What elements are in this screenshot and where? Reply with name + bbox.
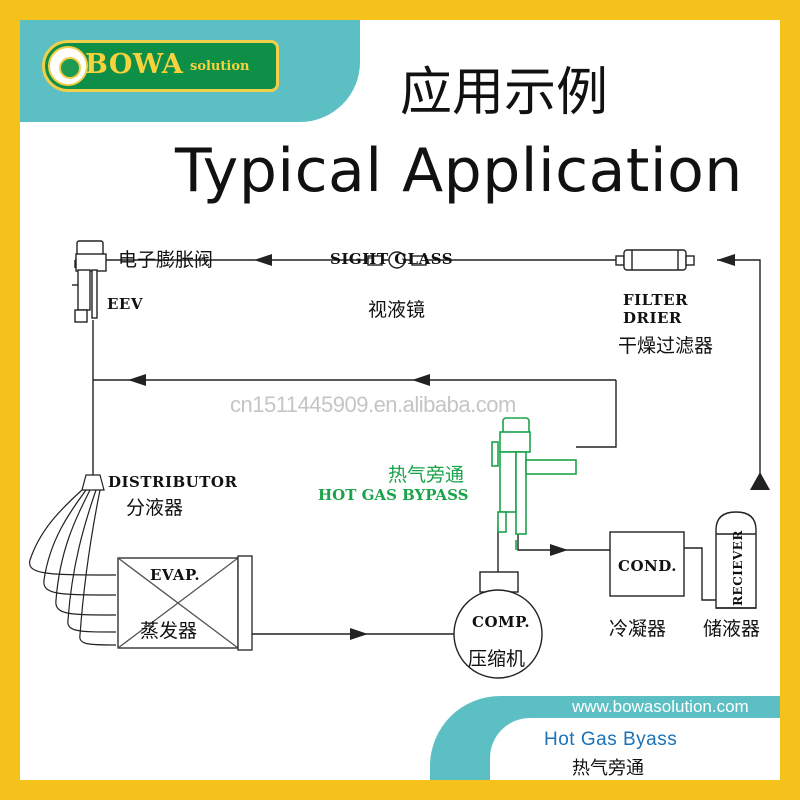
footer-title-cn: 热气旁通 xyxy=(572,758,644,779)
footer-card xyxy=(490,718,780,780)
bowa-logo: BOWA solution xyxy=(42,40,279,92)
bypass-label-cn: 热气旁通 xyxy=(388,464,465,486)
receiver-label-cn: 储液器 xyxy=(703,618,761,640)
flow-arrows xyxy=(128,254,770,640)
eev-label-cn: 电子膨胀阀 xyxy=(118,249,214,271)
comp-label-en: COMP. xyxy=(472,613,531,631)
condenser-icon xyxy=(609,531,685,597)
arrow-icon xyxy=(412,374,430,386)
bypass-label-en: HOT GAS BYPASS xyxy=(318,486,469,504)
footer-title-en: Hot Gas Byass xyxy=(544,729,678,750)
eev-label-en: EEV xyxy=(107,295,144,313)
pipe-bypass-return xyxy=(576,380,617,448)
title-chinese: 应用示例 xyxy=(400,63,609,123)
evap-label-en: EVAP. xyxy=(150,566,201,584)
arrow-icon xyxy=(750,472,770,490)
logo-sub: solution xyxy=(190,59,250,74)
pipe-comp-to-cond xyxy=(517,510,610,551)
filter-drier-label-cn: 干燥过滤器 xyxy=(618,335,714,357)
hot-gas-bypass-valve-icon xyxy=(491,417,577,535)
receiver-label-en: RECIEVER xyxy=(730,530,745,606)
cond-label-cn: 冷凝器 xyxy=(609,618,667,640)
diagram-stage: BOWA solution 应用示例 Typical Application xyxy=(20,20,780,780)
sight-glass-icon xyxy=(367,251,427,269)
distributor-label-cn: 分液器 xyxy=(126,497,184,519)
evaporator-icon xyxy=(117,555,253,651)
eev-valve-icon xyxy=(72,240,107,323)
evap-label-cn: 蒸发器 xyxy=(140,620,198,642)
pipe-cond-to-receiver xyxy=(684,547,716,601)
filter-drier-label-en-2: DRIER xyxy=(623,309,682,327)
filter-drier-icon xyxy=(615,249,695,271)
arrow-icon xyxy=(128,374,146,386)
comp-label-cn: 压缩机 xyxy=(468,648,526,670)
distributor-label-en: DISTRIBUTOR xyxy=(108,473,238,491)
pipe-receiver-to-filter xyxy=(717,259,761,490)
arrow-icon xyxy=(254,254,272,266)
logo-name: BOWA xyxy=(85,49,184,80)
receiver-icon xyxy=(715,511,757,609)
cond-label-en: COND. xyxy=(618,557,677,575)
footer-url[interactable]: www.bowasolution.com xyxy=(572,697,749,716)
sun-emblem-icon xyxy=(48,46,88,86)
arrow-icon xyxy=(717,254,735,266)
watermark: cn1511445909.en.alibaba.com xyxy=(230,392,516,417)
filter-drier-label-en-1: FILTER xyxy=(623,291,689,309)
footer-band xyxy=(430,696,780,780)
compressor-icon xyxy=(453,571,543,679)
arrow-icon xyxy=(550,544,568,556)
arrow-icon xyxy=(350,628,368,640)
sight-glass-label-cn: 视液镜 xyxy=(368,299,426,321)
title-english: Typical Application xyxy=(175,136,743,206)
sight-glass-label-en: SIGHT GLASS xyxy=(330,250,454,268)
distributor-icon xyxy=(29,474,117,646)
refrigeration-circuit xyxy=(29,240,770,679)
